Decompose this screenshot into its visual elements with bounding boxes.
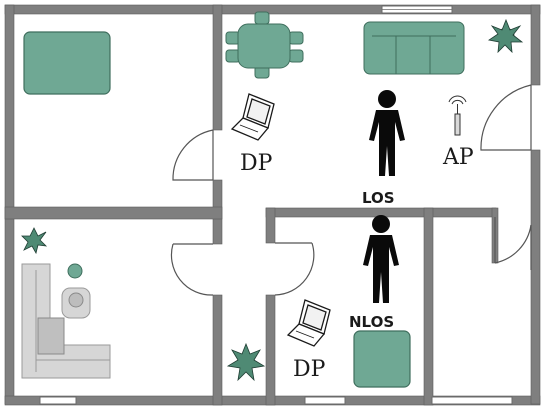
plant-bottom-left	[21, 227, 48, 255]
bottom-window-right	[431, 396, 513, 405]
bottom-window-middle	[304, 396, 346, 405]
bed	[23, 31, 111, 95]
laptop-top-icon	[230, 93, 275, 141]
nlos-armchair	[353, 330, 411, 388]
walls	[4, 4, 541, 406]
door-entrance	[480, 84, 532, 151]
l-couch	[21, 263, 111, 379]
laptop-bottom-icon	[286, 299, 331, 347]
nlos-label: NLOS	[349, 313, 394, 331]
wall-v-nlos-right	[423, 207, 434, 406]
door-nlos-room	[274, 242, 315, 296]
dining-table	[225, 11, 304, 79]
dp-top-label: DP	[240, 151, 273, 176]
outer-wall-right-upper	[530, 4, 541, 86]
access-point-icon	[448, 95, 467, 136]
outer-wall-right-lower	[530, 149, 541, 405]
wall-h-left-rooms	[4, 206, 223, 220]
bottom-window-left	[39, 396, 77, 405]
doors	[170, 84, 532, 296]
person-nlos-icon	[363, 215, 399, 303]
wall-v-nlos-left-upper	[265, 207, 276, 244]
plant-bottom-corridor	[226, 342, 266, 382]
door-bottomleft-room	[170, 243, 214, 296]
door-right-room	[494, 217, 532, 264]
wall-v-bottomleft	[212, 294, 223, 406]
top-window	[381, 5, 453, 14]
dp-bottom-label: DP	[293, 357, 326, 382]
plant-top-right	[487, 18, 524, 54]
sofa	[363, 21, 465, 75]
door-topleft-room	[172, 129, 214, 181]
wall-v-nlos-left-lower	[265, 294, 276, 406]
ap-label: AP	[442, 145, 474, 170]
person-los-icon	[369, 90, 405, 176]
los-label: LOS	[362, 189, 395, 207]
wall-v-topleft-upper	[212, 4, 223, 131]
outer-wall-left	[4, 4, 15, 405]
armchair	[61, 263, 91, 319]
outer-wall-top	[4, 4, 541, 15]
